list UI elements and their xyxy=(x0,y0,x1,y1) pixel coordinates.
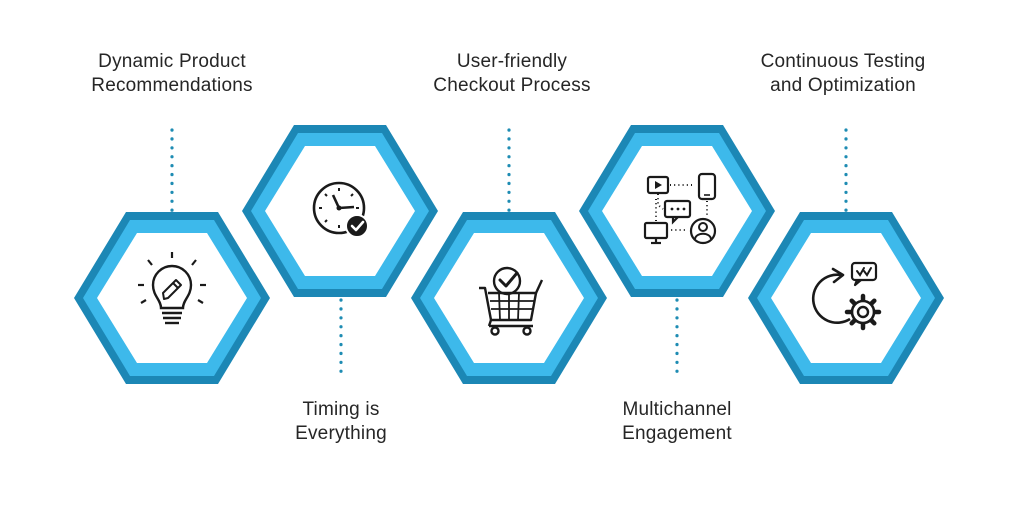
step-5-label-line2: and Optimization xyxy=(770,75,916,96)
step-4-hexagon xyxy=(579,125,775,297)
clock-check-icon xyxy=(312,181,369,238)
step-3-label-line2: Checkout Process xyxy=(433,75,591,96)
step-1-label-line2: Recommendations xyxy=(91,75,253,96)
step-5-label: Continuous Testing and Optimization xyxy=(723,50,963,98)
step-2-label-line2: Everything xyxy=(295,423,387,444)
step-3-label: User-friendly Checkout Process xyxy=(392,50,632,98)
shopping-cart-check-icon xyxy=(479,266,544,336)
step-1-label: Dynamic Product Recommendations xyxy=(52,50,292,98)
step-2-label-line1: Timing is xyxy=(302,399,380,420)
step-4-label: Multichannel Engagement xyxy=(557,398,797,446)
step-2-label: Timing is Everything xyxy=(221,398,461,446)
step-4-label-line1: Multichannel xyxy=(622,399,732,420)
step-3-label-line1: User-friendly xyxy=(456,51,568,72)
step-5-label-line1: Continuous Testing xyxy=(760,51,926,72)
lightbulb-pencil-icon xyxy=(138,252,206,325)
step-5-hexagon xyxy=(748,212,944,384)
multichannel-devices-icon xyxy=(643,172,717,245)
testing-optimization-gear-icon xyxy=(811,261,882,331)
step-4-label-line2: Engagement xyxy=(622,423,732,444)
step-1-label-line1: Dynamic Product xyxy=(98,51,246,72)
step-2-hexagon xyxy=(242,125,438,297)
step-1-hexagon xyxy=(74,212,270,384)
